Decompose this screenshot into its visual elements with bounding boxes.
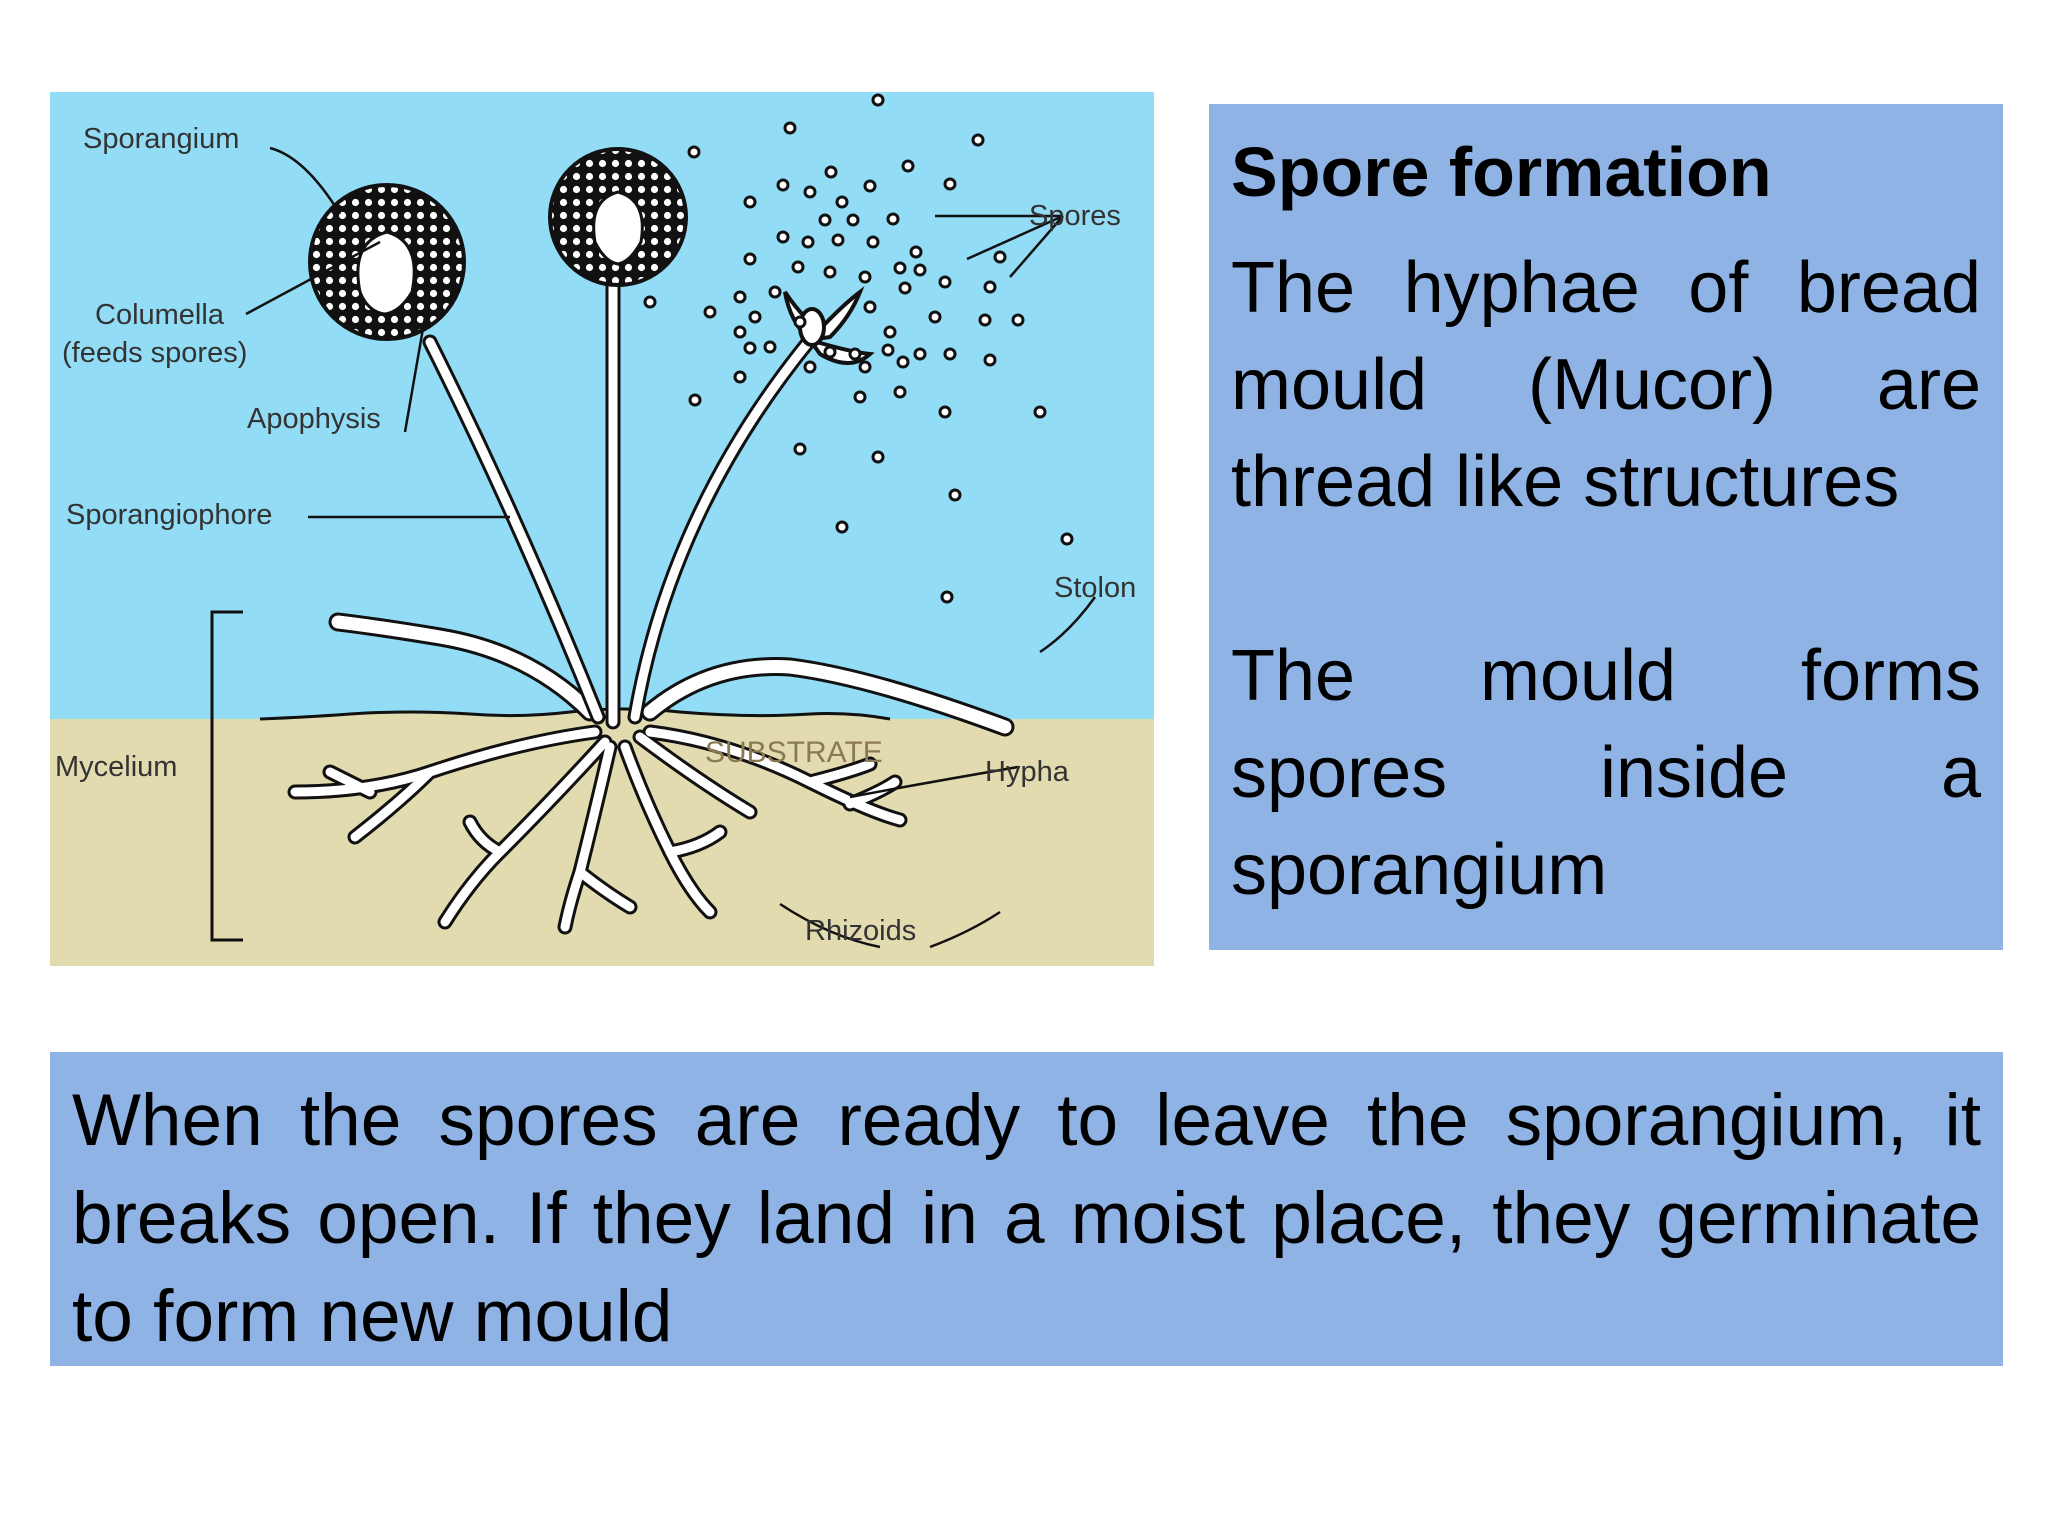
info-paragraph-hyphae: The hyphae of bread mould (Mucor) are th… bbox=[1231, 248, 1981, 522]
released-spores bbox=[643, 93, 1074, 604]
sporangium-center bbox=[548, 147, 688, 287]
label-apophysis: Apophysis bbox=[247, 403, 381, 435]
leader-lines bbox=[245, 146, 1097, 949]
mucor-diagram: Sporangium Columella (feeds spores) Apop… bbox=[50, 92, 1154, 966]
info-paragraph-spores: The mould forms spores inside a sporangi… bbox=[1231, 636, 1981, 910]
info-box: Spore formation The hyphae of bread moul… bbox=[1209, 104, 2003, 950]
substrate-surface-line bbox=[259, 707, 891, 721]
mycelium-bracket bbox=[210, 610, 243, 942]
label-sporangiophore: Sporangiophore bbox=[66, 499, 272, 531]
label-stolon: Stolon bbox=[1054, 572, 1136, 604]
label-mycelium: Mycelium bbox=[55, 751, 177, 783]
label-sporangium: Sporangium bbox=[83, 123, 239, 155]
label-spores: Spores bbox=[1029, 200, 1121, 232]
info-title: Spore formation bbox=[1231, 133, 1772, 211]
sporangium-left bbox=[308, 183, 466, 341]
label-rhizoids: Rhizoids bbox=[805, 915, 916, 947]
label-substrate: SUBSTRATE bbox=[705, 736, 883, 769]
label-feeds-spores: (feeds spores) bbox=[62, 337, 247, 369]
stolons bbox=[328, 612, 1015, 737]
rhizoids bbox=[287, 724, 908, 935]
bottom-text-box: When the spores are ready to leave the s… bbox=[50, 1052, 2003, 1366]
label-hypha: Hypha bbox=[985, 756, 1070, 788]
sporangiophores bbox=[422, 264, 818, 730]
bottom-paragraph: When the spores are ready to leave the s… bbox=[72, 1080, 1981, 1357]
label-columella: Columella bbox=[95, 299, 225, 331]
